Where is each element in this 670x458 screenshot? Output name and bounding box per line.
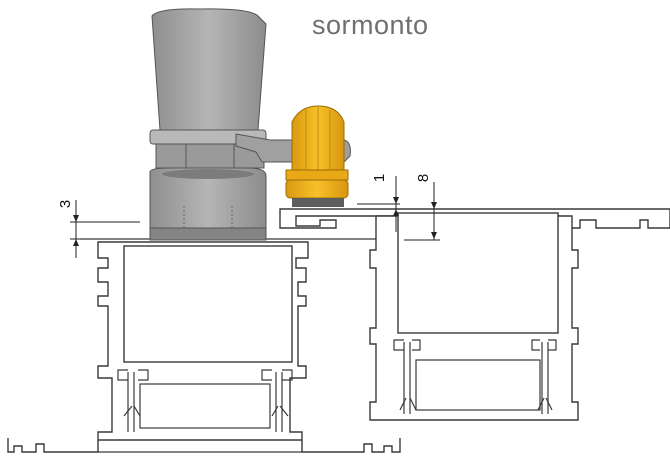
dimension-label-8: 8 — [415, 174, 432, 182]
dimension-annotations — [70, 176, 440, 258]
dimension-label-1: 1 — [371, 174, 388, 182]
right-window-profile — [279, 208, 670, 421]
yellow-knob — [285, 105, 349, 207]
dimension-label-3: 3 — [57, 200, 74, 208]
left-window-profile — [7, 238, 401, 453]
diagram-title: sormonto — [312, 10, 429, 40]
